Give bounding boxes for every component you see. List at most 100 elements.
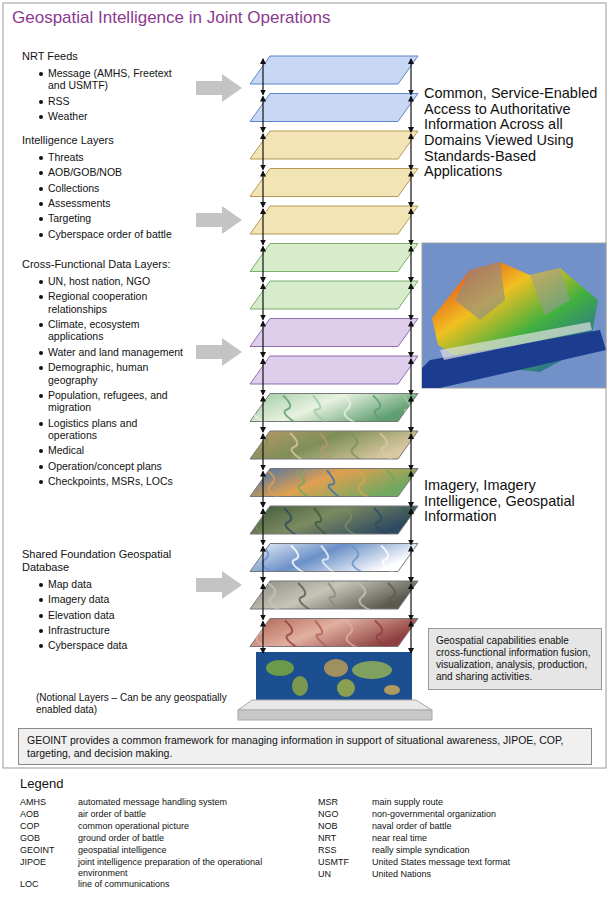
imagery-texture — [261, 546, 425, 574]
imagery-texture — [253, 396, 417, 424]
abbreviation: NRT — [318, 833, 372, 844]
terrain-image — [422, 243, 606, 388]
imagery-texture — [254, 508, 418, 536]
double-arrow — [262, 472, 263, 508]
double-arrow — [410, 359, 411, 395]
double-arrow — [262, 584, 263, 620]
definition: main supply route — [372, 797, 592, 808]
continent — [324, 659, 348, 677]
bullet — [39, 156, 43, 160]
texture-stroke — [410, 433, 424, 461]
bullet — [39, 629, 43, 633]
bullet — [39, 394, 43, 398]
texture-stroke — [418, 583, 432, 611]
double-arrow — [410, 172, 411, 208]
texture-stroke — [358, 583, 372, 611]
definition: United States message text format — [372, 857, 592, 868]
texture-stroke — [373, 396, 387, 424]
double-arrow — [262, 59, 263, 95]
texture-stroke — [344, 508, 358, 536]
double-arrow — [410, 472, 411, 508]
texture-stroke — [297, 471, 311, 499]
list-item: Climate, ecosystem applications — [48, 318, 188, 343]
definition: automated message handling system — [78, 797, 298, 808]
abbreviation: NGO — [318, 809, 372, 820]
texture-stroke — [291, 546, 305, 574]
double-arrow — [262, 209, 263, 245]
double-arrow — [262, 397, 263, 433]
texture-stroke — [283, 396, 297, 424]
abbreviation: NOB — [318, 821, 372, 832]
texture-stroke — [403, 396, 417, 424]
double-arrow — [262, 134, 263, 170]
bullet — [39, 583, 43, 587]
group-heading: Intelligence Layers — [22, 134, 187, 147]
double-arrow — [262, 172, 263, 208]
list-item: Logistics plans and operations — [48, 417, 188, 442]
texture-stroke — [321, 546, 335, 574]
bullet — [39, 323, 43, 327]
bullet — [39, 233, 43, 237]
double-arrow — [262, 284, 263, 320]
group-heading: Shared Foundation Geospatial Database — [22, 548, 187, 574]
list-item: Targeting — [48, 212, 188, 224]
bullet — [39, 72, 43, 76]
definition: line of communications — [78, 879, 298, 890]
imagery-texture — [260, 433, 424, 461]
list-item: Regional cooperation relationships — [48, 290, 188, 315]
abbreviation: GEOINT — [20, 845, 74, 856]
double-arrow — [410, 584, 411, 620]
bullet — [39, 644, 43, 648]
texture-stroke — [290, 433, 304, 461]
abbreviation: AMHS — [20, 797, 74, 808]
definition: really simple syndication — [372, 845, 592, 856]
double-arrow — [410, 622, 411, 654]
list-item: Weather — [48, 110, 188, 122]
texture-stroke — [374, 508, 388, 536]
list-item: Cyberspace data — [48, 639, 188, 651]
double-arrow — [262, 322, 263, 358]
definition: common operational picture — [78, 821, 298, 832]
diagram-title: Geospatial Intelligence in Joint Operati… — [12, 8, 572, 28]
data-layer — [250, 281, 418, 309]
texture-stroke — [405, 621, 419, 649]
texture-stroke — [267, 471, 281, 499]
bullet — [39, 295, 43, 299]
layer-stack — [196, 56, 432, 720]
texture-stroke — [387, 471, 401, 499]
bullet — [39, 614, 43, 618]
imagery-texture — [255, 621, 419, 649]
list-item: Checkpoints, MSRs, LOCs — [48, 475, 188, 487]
texture-stroke — [345, 621, 359, 649]
continent — [266, 660, 294, 676]
abbreviation: COP — [20, 821, 74, 832]
abbreviation: UN — [318, 869, 372, 880]
continent — [337, 679, 355, 697]
texture-stroke — [253, 396, 267, 424]
block-arrow — [196, 74, 242, 102]
side-caption: Common, Service-Enabled Access to Author… — [424, 86, 606, 180]
bullet — [39, 598, 43, 602]
note: (Notional Layers – Can be any geospatial… — [36, 692, 236, 716]
double-arrow — [410, 209, 411, 245]
texture-stroke — [298, 583, 312, 611]
double-arrow — [410, 434, 411, 470]
texture-stroke — [315, 621, 329, 649]
imagery-layer — [250, 394, 418, 422]
texture-stroke — [284, 508, 298, 536]
base-slab — [238, 700, 432, 710]
definition: non-governmental organization — [372, 809, 592, 820]
imagery-texture — [268, 583, 432, 611]
list-item: Imagery data — [48, 593, 188, 605]
definition: joint intelligence preparation of the op… — [78, 857, 298, 878]
double-arrow — [262, 434, 263, 470]
bullet — [39, 449, 43, 453]
data-layer — [250, 206, 418, 234]
definition: ground order of battle — [78, 833, 298, 844]
abbreviation: LOC — [20, 879, 74, 890]
block-arrow — [196, 338, 242, 366]
imagery-layer — [250, 544, 418, 572]
double-arrow — [410, 509, 411, 545]
definition: near real time — [372, 833, 592, 844]
note-box: GEOINT provides a common framework for m… — [18, 728, 592, 765]
